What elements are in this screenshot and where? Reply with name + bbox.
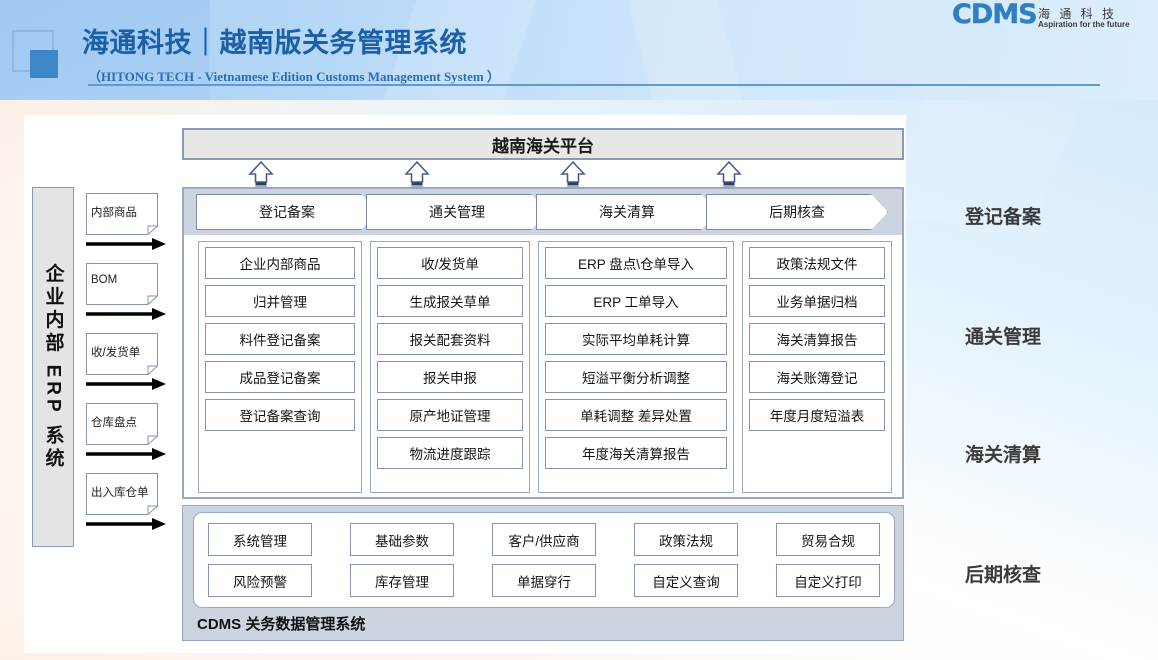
module-item[interactable]: 实际平均单耗计算 (545, 323, 727, 355)
stage-header-settlement[interactable]: 海关清算 (536, 194, 718, 230)
cdms-module-item[interactable]: 自定义查询 (634, 564, 738, 597)
erp-document-item: 出入库仓单 (86, 473, 166, 539)
process-panel: 登记备案 通关管理 海关清算 后期核查 企业内部商品 归并管理 料件登记备案 成… (182, 187, 904, 499)
flow-arrow-icon (86, 377, 168, 391)
erp-document-item: 内部商品 (86, 193, 166, 259)
module-item[interactable]: 原产地证管理 (377, 399, 523, 431)
module-item[interactable]: 短溢平衡分析调整 (545, 361, 727, 393)
cdms-module-item[interactable]: 政策法规 (634, 523, 738, 556)
stage-header-registration[interactable]: 登记备案 (196, 194, 378, 230)
up-arrow-icon (402, 160, 432, 190)
module-item[interactable]: 料件登记备案 (205, 323, 355, 355)
up-arrow-icon (246, 160, 276, 190)
module-item[interactable]: 年度月度短溢表 (749, 399, 885, 431)
header-divider (88, 84, 1100, 86)
cdms-row: 系统管理 基础参数 客户/供应商 政策法规 贸易合规 (208, 523, 880, 556)
stage-column-clearance: 收/发货单 生成报关草单 报关配套资料 报关申报 原产地证管理 物流进度跟踪 (370, 241, 530, 493)
erp-document-item: 收/发货单 (86, 333, 166, 399)
up-arrow-icon (714, 160, 744, 190)
module-item[interactable]: 业务单据归档 (749, 285, 885, 317)
internal-erp-label: 企业内部 ERP 系统 (42, 263, 64, 471)
cdms-module-item[interactable]: 客户/供应商 (492, 523, 596, 556)
stage-label-registration: 登记备案 (965, 207, 1042, 228)
module-item[interactable]: 生成报关草单 (377, 285, 523, 317)
cdms-module-grid: 系统管理 基础参数 客户/供应商 政策法规 贸易合规 风险预警 库存管理 单据穿… (193, 512, 895, 608)
cdms-module-item[interactable]: 自定义打印 (776, 564, 880, 597)
document-icon: 内部商品 (86, 193, 158, 235)
module-item[interactable]: 海关账簿登记 (749, 361, 885, 393)
cdms-module-item[interactable]: 系统管理 (208, 523, 312, 556)
cdms-row: 风险预警 库存管理 单据穿行 自定义查询 自定义打印 (208, 564, 880, 597)
brand-chinese-name: 海 通 科 技 (1038, 7, 1118, 21)
stage-column-settlement: ERP 盘点\仓单导入 ERP 工单导入 实际平均单耗计算 短溢平衡分析调整 单… (538, 241, 734, 493)
flow-arrow-icon (86, 517, 168, 531)
brand-block: CDMS 海 通 科 技 Aspiration for the future (952, 0, 1152, 82)
module-item[interactable]: 物流进度跟踪 (377, 437, 523, 469)
customs-platform-bar: 越南海关平台 (182, 128, 904, 160)
module-item[interactable]: 登记备案查询 (205, 399, 355, 431)
stage-label-settlement: 海关清算 (965, 445, 1042, 466)
stage-label-audit: 后期核查 (965, 565, 1042, 586)
stage-header-strip: 登记备案 通关管理 海关清算 后期核查 (184, 189, 902, 235)
page-header: 海通科技｜越南版关务管理系统 （HITONG TECH - Vietnamese… (0, 0, 1158, 100)
document-label: 收/发货单 (91, 347, 141, 359)
overlapping-squares-logo-icon (12, 30, 60, 78)
cdms-panel: 系统管理 基础参数 客户/供应商 政策法规 贸易合规 风险预警 库存管理 单据穿… (182, 505, 904, 641)
cdms-module-item[interactable]: 单据穿行 (492, 564, 596, 597)
module-item[interactable]: 收/发货单 (377, 247, 523, 279)
flow-arrow-icon (86, 447, 168, 461)
stage-column-audit: 政策法规文件 业务单据归档 海关清算报告 海关账簿登记 年度月度短溢表 (742, 241, 892, 493)
module-item[interactable]: 企业内部商品 (205, 247, 355, 279)
module-item[interactable]: ERP 盘点\仓单导入 (545, 247, 727, 279)
brand-tagline: Aspiration for the future (1038, 20, 1130, 29)
document-label: 出入库仓单 (91, 487, 149, 499)
up-arrow-icon (558, 160, 588, 190)
stage-header-clearance[interactable]: 通关管理 (366, 194, 548, 230)
flow-arrow-icon (86, 307, 168, 321)
diagram-card: 越南海关平台 企业内部 ERP 系统 (24, 115, 906, 653)
document-icon: 仓库盘点 (86, 403, 158, 445)
stage-label-clearance: 通关管理 (965, 327, 1042, 348)
document-icon: 出入库仓单 (86, 473, 158, 515)
module-item[interactable]: ERP 工单导入 (545, 285, 727, 317)
erp-document-item: 仓库盘点 (86, 403, 166, 469)
erp-document-item: BOM (86, 263, 166, 329)
stage-header-audit[interactable]: 后期核查 (706, 194, 888, 230)
document-label: 内部商品 (91, 207, 137, 219)
module-item[interactable]: 年度海关清算报告 (545, 437, 727, 469)
module-item[interactable]: 政策法规文件 (749, 247, 885, 279)
stage-column-registration: 企业内部商品 归并管理 料件登记备案 成品登记备案 登记备案查询 (198, 241, 362, 493)
document-icon: BOM (86, 263, 158, 305)
module-item[interactable]: 海关清算报告 (749, 323, 885, 355)
document-icon: 收/发货单 (86, 333, 158, 375)
document-label: BOM (91, 274, 118, 286)
module-item[interactable]: 报关申报 (377, 361, 523, 393)
flow-arrow-icon (86, 237, 168, 251)
cdms-panel-label: CDMS 关务数据管理系统 (197, 616, 366, 633)
page-title: 海通科技｜越南版关务管理系统 (82, 28, 467, 58)
cdms-module-item[interactable]: 风险预警 (208, 564, 312, 597)
module-item[interactable]: 归并管理 (205, 285, 355, 317)
cdms-module-item[interactable]: 基础参数 (350, 523, 454, 556)
cdms-module-item[interactable]: 贸易合规 (776, 523, 880, 556)
brand-cdms-logo: CDMS (952, 0, 1038, 30)
document-label: 仓库盘点 (91, 417, 137, 429)
module-item[interactable]: 报关配套资料 (377, 323, 523, 355)
module-item[interactable]: 成品登记备案 (205, 361, 355, 393)
cdms-module-item[interactable]: 库存管理 (350, 564, 454, 597)
module-item[interactable]: 单耗调整 差异处置 (545, 399, 727, 431)
internal-erp-column: 企业内部 ERP 系统 (32, 187, 74, 547)
page-subtitle: （HITONG TECH - Vietnamese Edition Custom… (88, 69, 500, 84)
